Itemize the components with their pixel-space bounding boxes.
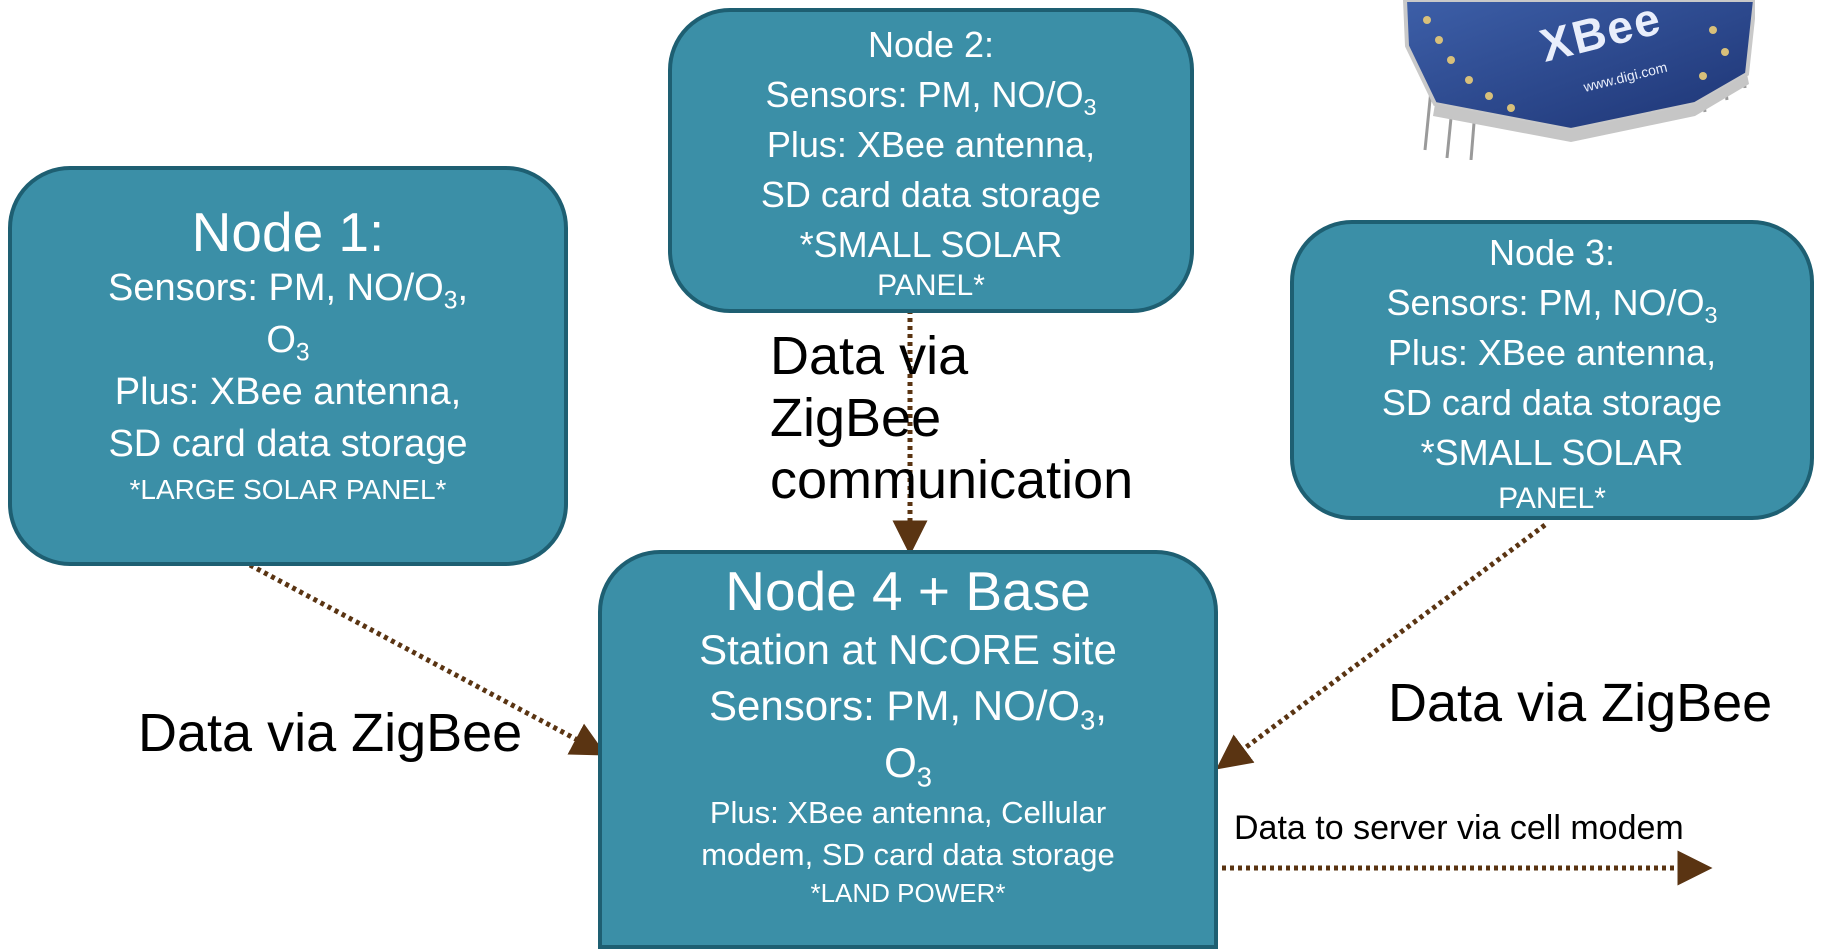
node-1-sensors: Sensors: PM, NO/O3,: [107, 267, 469, 315]
node-4-sensors: Sensors: PM, NO/O3,: [709, 682, 1107, 736]
label-data-to-server: Data to server via cell modem: [1234, 809, 1684, 847]
node-4-base-station-box: Node 4 + Base Station at NCORE site Sens…: [598, 550, 1218, 949]
node-2-power-2: PANEL*: [877, 269, 985, 302]
node-2-plus: Plus: XBee antenna,: [766, 124, 1096, 165]
node-4-o3: O3: [884, 739, 932, 793]
node-3-title: Node 3:: [1488, 232, 1616, 273]
node-3-power-1: *SMALL SOLAR: [1420, 432, 1684, 473]
node-4-plus-1: Plus: XBee antenna, Cellular: [709, 795, 1107, 830]
arrow-node1-to-base: [248, 562, 607, 756]
node-3-power-2: PANEL*: [1498, 482, 1606, 515]
node-2-sensors: Sensors: PM, NO/O3: [765, 74, 1097, 121]
node-3-sensors: Sensors: PM, NO/O3: [1386, 282, 1718, 329]
label-data-via-zigbee-left: Data via ZigBee: [138, 703, 523, 763]
node-3-plus: Plus: XBee antenna,: [1387, 332, 1717, 373]
node-1-plus: Plus: XBee antenna,: [114, 371, 462, 413]
xbee-module-image: XBee www.digi.com: [1395, 0, 1758, 161]
node-1-o3: O3: [266, 319, 310, 367]
node-3-storage: SD card data storage: [1381, 382, 1723, 423]
node-4-station: Station at NCORE site: [699, 626, 1117, 673]
arrow-node3-to-base: [1215, 522, 1547, 770]
node-1-storage: SD card data storage: [108, 423, 468, 465]
node-1-box: Node 1: Sensors: PM, NO/O3, O3 Plus: XBe…: [8, 166, 568, 566]
node-1-power: *LARGE SOLAR PANEL*: [129, 474, 447, 505]
node-2-title: Node 2:: [867, 24, 995, 65]
node-3-box: Node 3: Sensors: PM, NO/O3 Plus: XBee an…: [1290, 220, 1814, 520]
node-2-power-1: *SMALL SOLAR: [799, 224, 1063, 265]
node-4-title: Node 4 + Base: [725, 560, 1091, 622]
node-4-plus-2: modem, SD card data storage: [701, 837, 1115, 872]
label-data-via-zigbee-center: Data via ZigBee communication: [770, 326, 1134, 510]
node-1-title: Node 1:: [191, 201, 385, 263]
node-2-box: Node 2: Sensors: PM, NO/O3 Plus: XBee an…: [668, 8, 1194, 313]
label-data-via-zigbee-right: Data via ZigBee: [1388, 673, 1773, 733]
node-2-storage: SD card data storage: [760, 174, 1102, 215]
node-4-power: *LAND POWER*: [810, 878, 1006, 908]
